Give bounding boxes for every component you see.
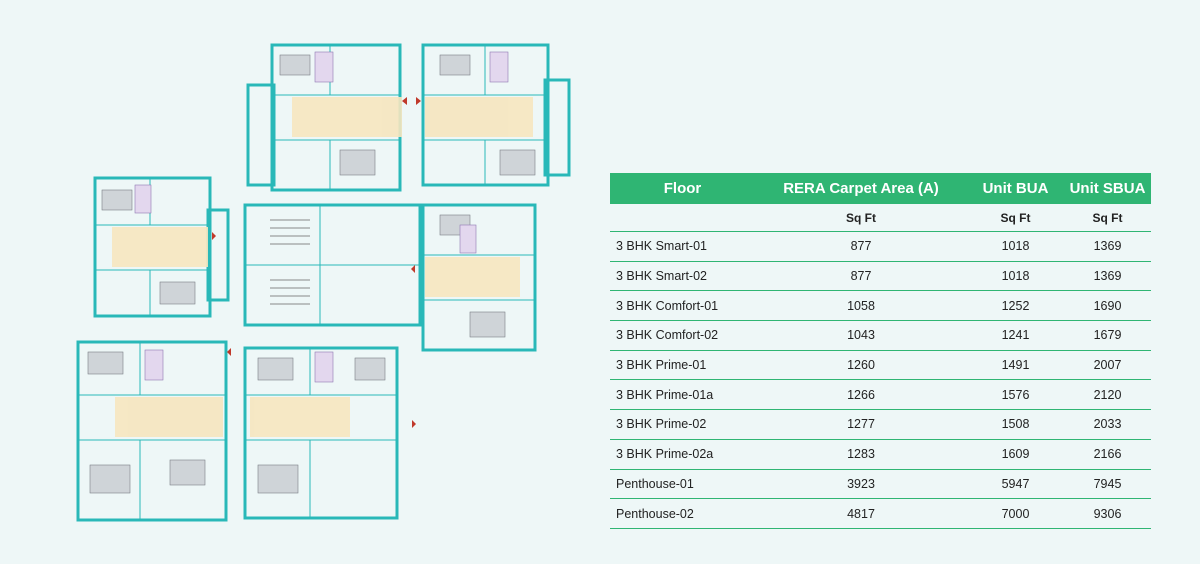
- cell-floor: 3 BHK Comfort-02: [610, 320, 755, 351]
- cell-unit-sbua: 9306: [1064, 498, 1151, 529]
- cell-rera-carpet-area: 877: [755, 261, 967, 292]
- cell-rera-carpet-area: 1283: [755, 439, 967, 470]
- cell-floor: 3 BHK Prime-01: [610, 350, 755, 381]
- cell-unit-bua: 7000: [967, 498, 1064, 529]
- cell-rera-carpet-area: 1043: [755, 320, 967, 351]
- table-unit-row: Sq Ft Sq Ft Sq Ft: [610, 204, 1151, 232]
- cell-rera-carpet-area: 1058: [755, 290, 967, 322]
- table-header-row: Floor RERA Carpet Area (A) Unit BUA Unit…: [610, 173, 1151, 204]
- unit-plan-bottom-center: [243, 346, 399, 520]
- cell-floor: 3 BHK Prime-02a: [610, 439, 755, 470]
- cell-rera-carpet-area: 1266: [755, 379, 967, 411]
- cell-unit-bua: 1252: [967, 290, 1064, 322]
- unit-rera-carpet-area: Sq Ft: [755, 204, 967, 232]
- unit-floor: [610, 204, 755, 232]
- cell-floor: 3 BHK Comfort-01: [610, 290, 755, 322]
- cell-unit-sbua: 1369: [1064, 261, 1151, 292]
- unit-plan-right-middle: [421, 203, 537, 352]
- cell-floor: Penthouse-02: [610, 498, 755, 529]
- unit-plan-left-middle: [93, 176, 212, 318]
- header-unit-sbua: Unit SBUA: [1064, 173, 1151, 204]
- cell-unit-sbua: 2166: [1064, 439, 1151, 470]
- unit-plan-top-right-wing: [543, 78, 571, 177]
- header-floor: Floor: [610, 173, 755, 204]
- unit-plan-bottom-left: [76, 340, 228, 522]
- cell-unit-bua: 1491: [967, 350, 1064, 381]
- cell-rera-carpet-area: 877: [755, 231, 967, 262]
- floor-plan-drawing: [76, 43, 571, 522]
- cell-unit-bua: 1576: [967, 379, 1064, 411]
- cell-unit-bua: 1508: [967, 409, 1064, 440]
- cell-floor: 3 BHK Smart-01: [610, 231, 755, 262]
- cell-rera-carpet-area: 4817: [755, 498, 967, 529]
- cell-unit-sbua: 1679: [1064, 320, 1151, 351]
- unit-unit-sbua: Sq Ft: [1064, 204, 1151, 232]
- header-unit-bua: Unit BUA: [967, 173, 1064, 204]
- cell-rera-carpet-area: 1277: [755, 409, 967, 440]
- cell-unit-sbua: 2033: [1064, 409, 1151, 440]
- unit-area-table-container: Floor RERA Carpet Area (A) Unit BUA Unit…: [610, 173, 1151, 529]
- header-rera-carpet-area: RERA Carpet Area (A): [755, 173, 967, 204]
- cell-floor: 3 BHK Prime-02: [610, 409, 755, 440]
- unit-plan-top-left-wing: [246, 83, 276, 187]
- cell-unit-sbua: 7945: [1064, 469, 1151, 500]
- cell-floor: 3 BHK Smart-02: [610, 261, 755, 292]
- cell-unit-bua: 5947: [967, 469, 1064, 500]
- unit-unit-bua: Sq Ft: [967, 204, 1064, 232]
- cell-unit-bua: 1018: [967, 231, 1064, 262]
- cell-unit-bua: 1609: [967, 439, 1064, 470]
- cell-unit-sbua: 2007: [1064, 350, 1151, 381]
- cell-unit-sbua: 1369: [1064, 231, 1151, 262]
- cell-unit-sbua: 2120: [1064, 379, 1151, 411]
- cell-rera-carpet-area: 1260: [755, 350, 967, 381]
- cell-floor: 3 BHK Prime-01a: [610, 379, 755, 411]
- unit-area-table: Floor RERA Carpet Area (A) Unit BUA Unit…: [610, 173, 1151, 529]
- cell-unit-sbua: 1690: [1064, 290, 1151, 322]
- cell-floor: Penthouse-01: [610, 469, 755, 500]
- cell-rera-carpet-area: 3923: [755, 469, 967, 500]
- cell-unit-bua: 1018: [967, 261, 1064, 292]
- cell-unit-bua: 1241: [967, 320, 1064, 351]
